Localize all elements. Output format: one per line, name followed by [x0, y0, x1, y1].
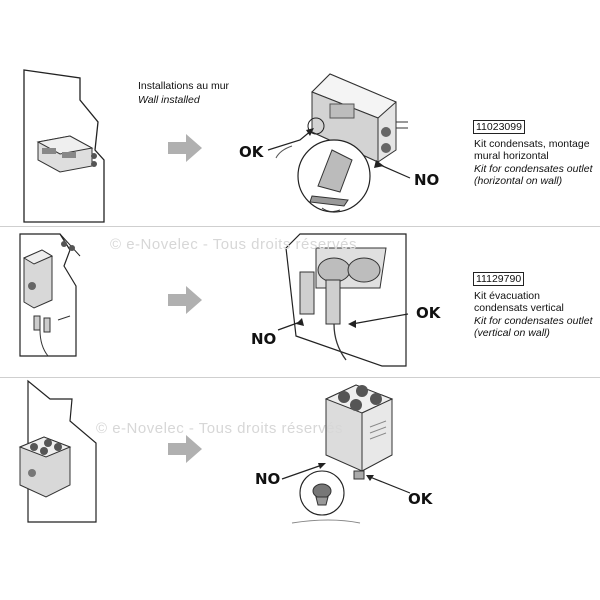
- ok-label: OK: [416, 304, 441, 322]
- condensate-pipes-detail: [299, 247, 387, 361]
- unit-detail-cube: [324, 384, 394, 480]
- part-number: 11023099: [473, 120, 525, 134]
- no-label: NO: [414, 171, 440, 189]
- ok-label: OK: [408, 490, 433, 508]
- row2-illustration: [19, 233, 409, 367]
- ventilation-unit-cube: [18, 436, 72, 498]
- no-label: NO: [251, 330, 277, 348]
- kit-desc-en-2: (horizontal on wall): [474, 175, 563, 187]
- arrow-right-icon: [168, 435, 202, 463]
- title-wall-installed-fr: Installations au mur: [138, 80, 230, 92]
- kit-desc-en-2: (vertical on wall): [474, 327, 550, 339]
- row-vertical-wall: NO OK 11129790 Kit évacuation condensats…: [0, 226, 600, 377]
- unit-detail-horizontal: [311, 73, 408, 163]
- watermark: © e-Novelec - Tous droits réservés: [96, 420, 344, 437]
- kit-desc-en-1: Kit for condensates outlet: [474, 315, 593, 327]
- row-cube-wall: NO OK: [0, 377, 600, 527]
- ok-label: OK: [239, 143, 264, 161]
- title-wall-installed-en: Wall installed: [138, 94, 200, 106]
- row-horizontal-wall: Installations au mur Wall installed OK N…: [0, 0, 600, 226]
- kit-desc-fr-2: mural horizontal: [474, 150, 549, 162]
- arrow-right-icon: [168, 134, 202, 162]
- arrow-right-icon: [168, 286, 202, 314]
- watermark: © e-Novelec - Tous droits réservés: [110, 236, 358, 253]
- kit-desc-fr-2: condensats vertical: [474, 302, 564, 314]
- row3-illustration: [18, 379, 411, 524]
- kit-desc-fr-1: Kit évacuation: [474, 290, 540, 302]
- ventilation-unit-vertical: [22, 241, 75, 309]
- row-divider-2: [0, 377, 600, 378]
- row1-illustration: [23, 69, 411, 223]
- row-divider-1: [0, 226, 600, 227]
- no-label: NO: [255, 470, 281, 488]
- kit-desc-fr-1: Kit condensats, montage: [474, 138, 590, 150]
- part-number: 11129790: [473, 272, 525, 286]
- ventilation-unit-horizontal: [36, 135, 97, 173]
- kit-desc-en-1: Kit for condensates outlet: [474, 163, 593, 175]
